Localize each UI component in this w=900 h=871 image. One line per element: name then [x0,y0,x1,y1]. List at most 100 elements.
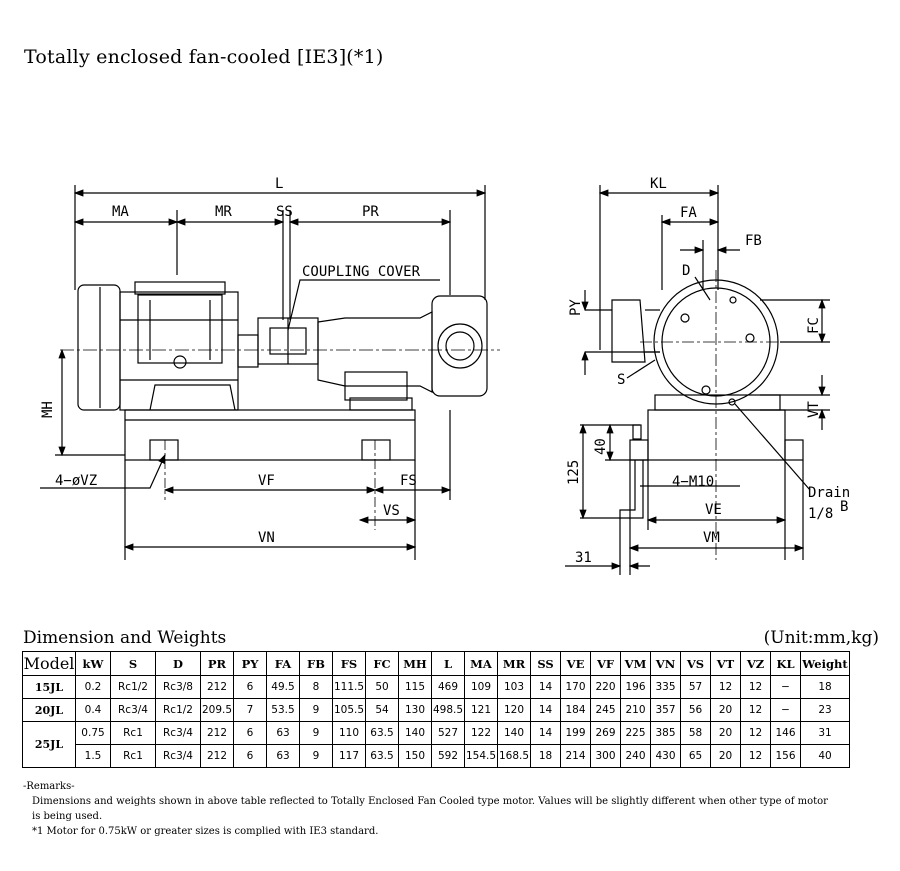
table-cell: 225 [620,721,651,745]
table-cell: 209.5 [200,698,234,722]
table-cell: 12 [740,721,771,745]
table-cell: 18 [800,675,850,699]
table-cell: Rc1/2 [155,698,201,722]
table-cell: 214 [560,744,591,768]
svg-text:D: D [682,263,690,279]
table-cell: 469 [431,675,465,699]
table-cell: 121 [464,698,498,722]
col-header: VF [590,651,621,676]
table-cell: 0.4 [75,698,111,722]
col-header: MA [464,651,498,676]
table-unit: (Unit:mm,kg) [763,628,879,648]
table-cell: 23 [800,698,850,722]
table-cell: 212 [200,744,234,768]
svg-text:FS: FS [400,473,417,489]
table-cell: Rc3/4 [155,721,201,745]
table-cell: 58 [680,721,711,745]
table-cell: 9 [299,744,333,768]
table-cell: 184 [560,698,591,722]
svg-text:FB: FB [745,233,762,249]
dimension-drawing: L MA MR SS PR COUPLING COVER MH 4−øVZ VF… [40,176,850,575]
svg-text:PR: PR [362,204,379,220]
table-header-row: Model kW S D PR PY FA FB FS FC MH L MA M… [22,651,850,676]
front-view-labels: L MA MR SS PR COUPLING COVER MH 4−øVZ VF… [40,176,421,546]
col-header: MR [497,651,531,676]
table-cell: 1.5 [75,744,111,768]
col-header: FA [266,651,300,676]
side-view-labels: KL FA FB D PY S FC VT 40 125 4−M10 VE VM… [566,176,850,566]
table-cell: 31 [800,721,850,745]
table-cell: 0.2 [75,675,111,699]
table-cell: 168.5 [497,744,531,768]
table-cell: 245 [590,698,621,722]
table-cell: Rc3/4 [110,698,156,722]
table-cell: 65 [680,744,711,768]
svg-text:L: L [275,176,283,192]
table-cell: 212 [200,721,234,745]
table-cell: 527 [431,721,465,745]
col-header: PR [200,651,234,676]
svg-text:125: 125 [566,460,582,485]
svg-text:SS: SS [276,204,293,220]
svg-text:FC: FC [806,317,822,334]
table-cell: 220 [590,675,621,699]
svg-text:MR: MR [215,204,232,220]
col-header: FC [365,651,399,676]
table-cell: 54 [365,698,399,722]
svg-text:VS: VS [383,503,400,519]
table-cell: 40 [800,744,850,768]
table-cell: 199 [560,721,591,745]
table-cell: − [770,698,801,722]
model-cell: 20JL [22,698,76,722]
svg-text:S: S [617,372,625,388]
table-cell: 63.5 [365,721,399,745]
table-cell: 14 [530,675,561,699]
col-header: FB [299,651,333,676]
svg-text:COUPLING COVER: COUPLING COVER [302,264,421,280]
table-cell: 50 [365,675,399,699]
remarks-heading: -Remarks- [23,781,75,792]
table-cell: 110 [332,721,366,745]
table-cell: 14 [530,698,561,722]
col-header: VS [680,651,711,676]
table-cell: 146 [770,721,801,745]
table-cell: 7 [233,698,267,722]
model-cell: 25JL [22,721,76,768]
table-cell: 111.5 [332,675,366,699]
table-cell: 63 [266,744,300,768]
page-title: Totally enclosed fan-cooled [IE3](*1) [24,46,384,68]
svg-text:40: 40 [593,438,609,455]
table-cell: 12 [740,698,771,722]
table-cell: 210 [620,698,651,722]
table-heading: Dimension and Weights [23,628,227,648]
table-cell: 150 [398,744,432,768]
col-header: Model [22,651,76,676]
table-cell: 335 [650,675,681,699]
table-cell: 6 [233,721,267,745]
svg-text:31: 31 [575,550,592,566]
svg-text:VF: VF [258,473,275,489]
svg-text:FA: FA [680,205,697,221]
table-cell: 0.75 [75,721,111,745]
table-cell: 120 [497,698,531,722]
table-cell: 498.5 [431,698,465,722]
col-header: VZ [740,651,771,676]
table-cell: 130 [398,698,432,722]
table-cell: 592 [431,744,465,768]
col-header: L [431,651,465,676]
svg-text:PY: PY [568,299,584,316]
col-header: FS [332,651,366,676]
svg-text:VN: VN [258,530,275,546]
table-cell: 170 [560,675,591,699]
table-cell: Rc1 [110,721,156,745]
table-cell: 6 [233,744,267,768]
table-cell: 240 [620,744,651,768]
table-cell: 6 [233,675,267,699]
col-header: SS [530,651,561,676]
table-cell: 56 [680,698,711,722]
col-header: S [110,651,156,676]
table-cell: 20 [710,721,741,745]
